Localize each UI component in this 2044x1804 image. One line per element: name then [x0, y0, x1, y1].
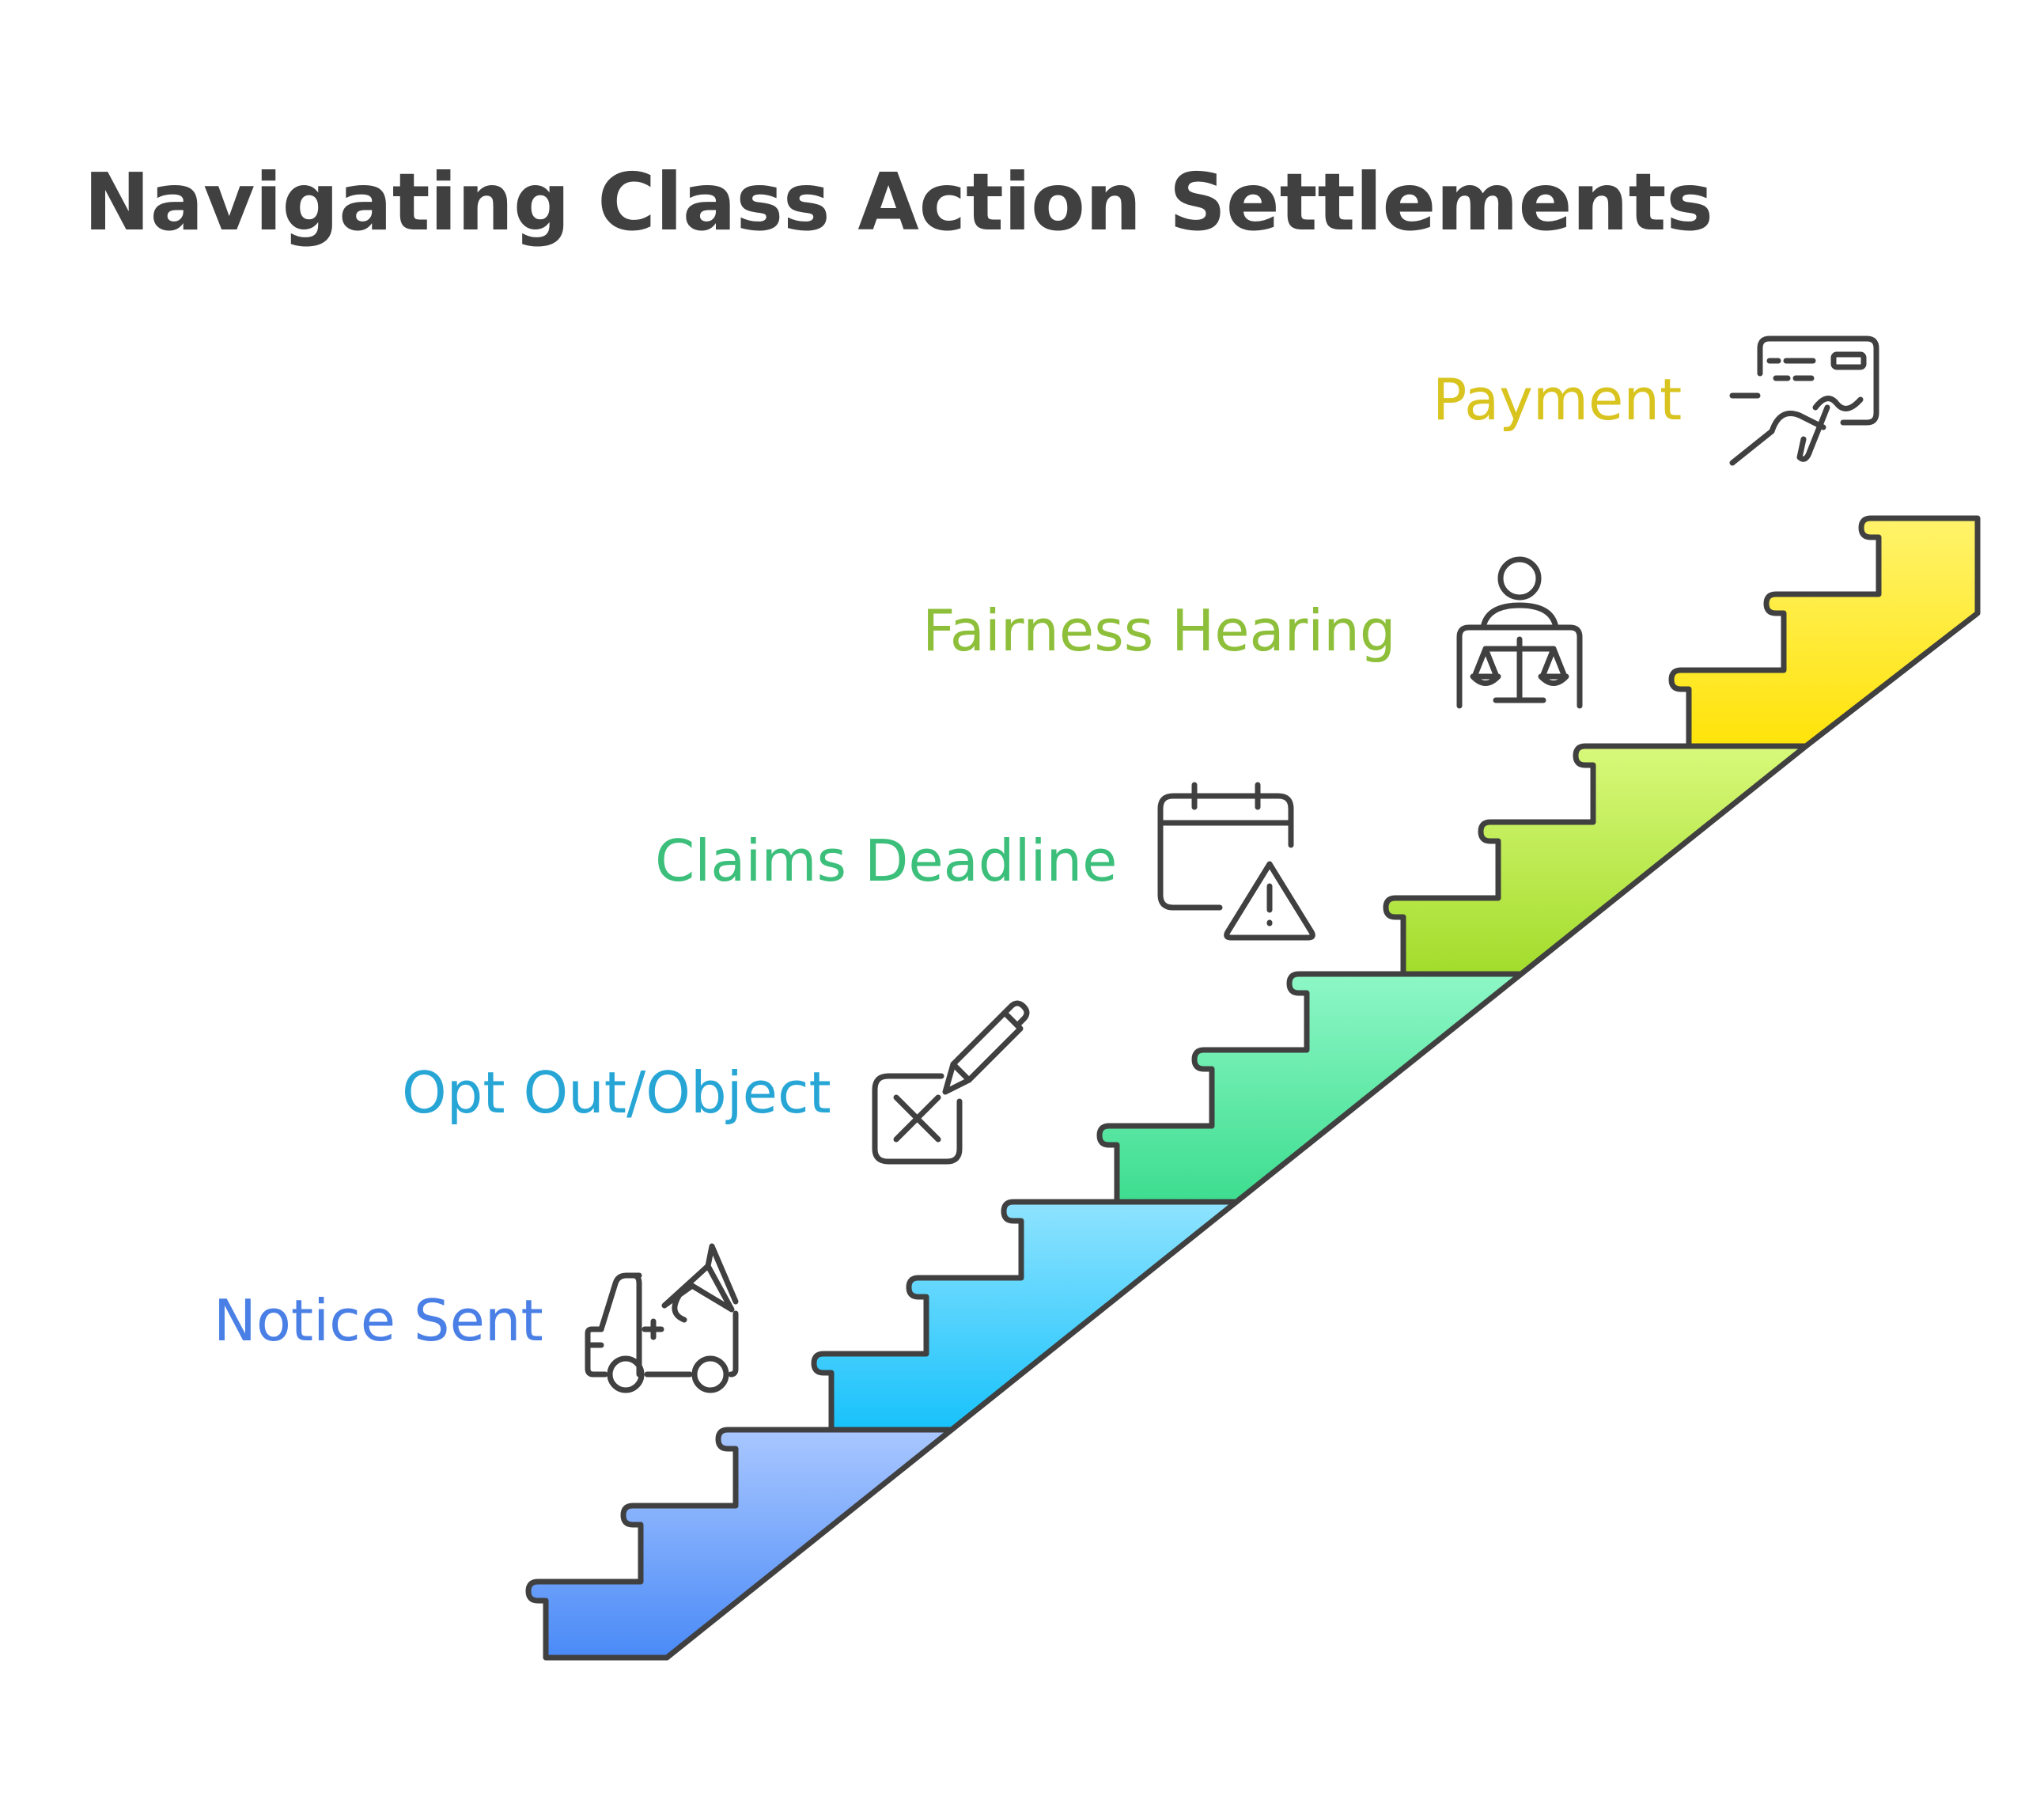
judge-scales-icon	[1456, 556, 1583, 709]
stair-segment-notice-sent	[525, 1427, 955, 1661]
stair-segment-claims-deadline	[1096, 971, 1524, 1205]
hand-signing-check-icon	[1729, 335, 1879, 466]
calendar-warning-icon	[1157, 782, 1315, 941]
delivery-truck-megaphone-icon	[585, 1243, 739, 1393]
staircase	[525, 515, 1981, 1661]
stair-segment-opt-out	[811, 1199, 1240, 1433]
step-label-opt-out: Opt Out/Object	[402, 1059, 831, 1126]
stair-segment-fairness-hearing	[1383, 743, 1809, 977]
diagram-title: Navigating Class Action Settlements	[84, 156, 1713, 248]
stair-segment-payment	[1668, 515, 1981, 749]
step-label-payment: Payment	[1433, 366, 1682, 433]
step-label-claims-deadline: Claims Deadline	[655, 828, 1117, 894]
step-label-fairness-hearing: Fairness Hearing	[922, 597, 1396, 664]
checkbox-x-pencil-icon	[872, 1000, 1030, 1165]
step-label-notice-sent: Notice Sent	[214, 1287, 543, 1354]
